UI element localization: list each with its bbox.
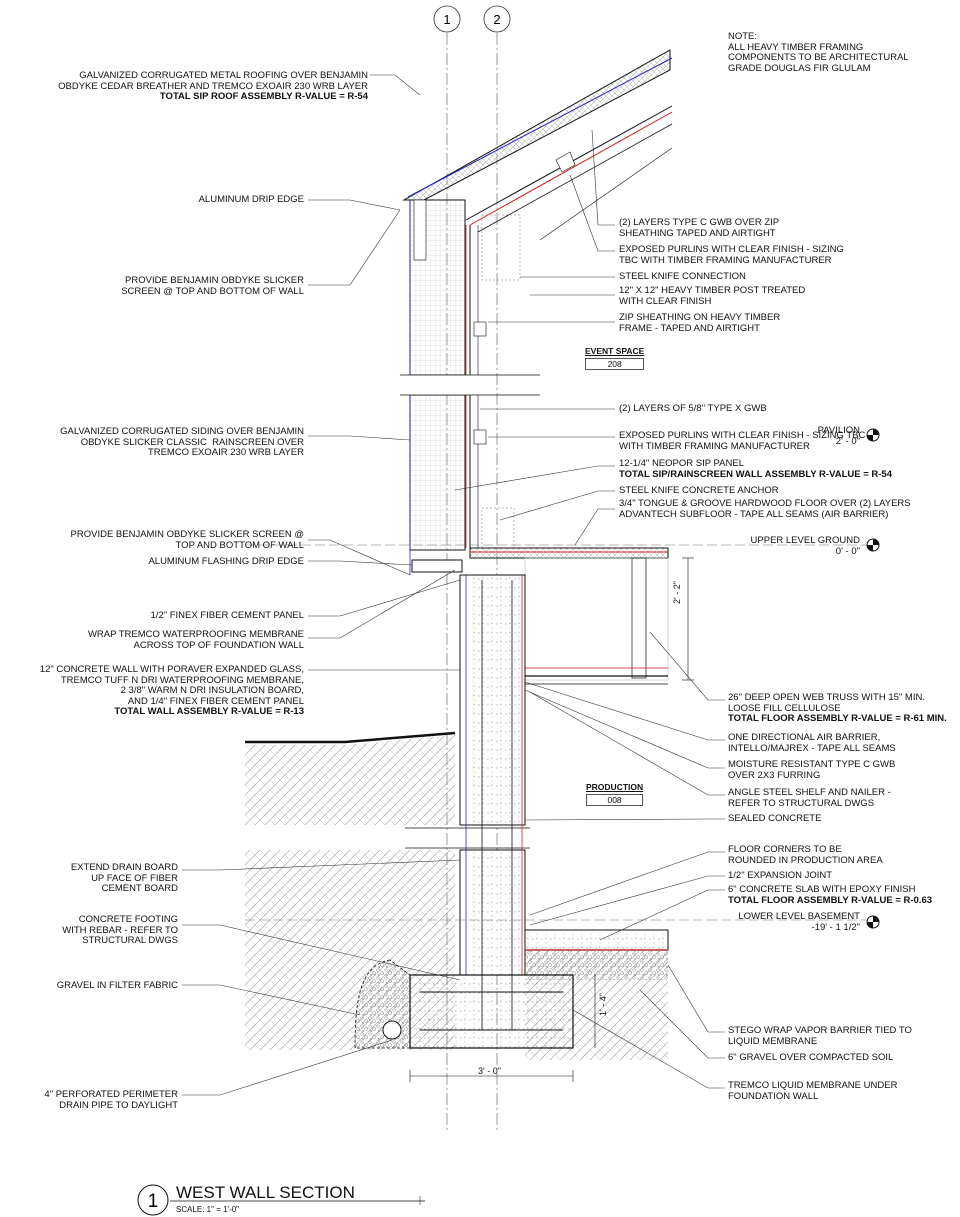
note-gwb58: (2) LAYERS OF 5/8" TYPE X GWB	[619, 403, 767, 414]
note-moisture: MOISTURE RESISTANT TYPE C GWB OVER 2x3 F…	[728, 759, 896, 781]
level-upper-name: UPPER LEVEL GROUND	[750, 535, 860, 546]
note-slab-text: 6" CONCRETE SLAB WITH EPOXY FINISH	[728, 884, 916, 895]
title-number: 1	[148, 1191, 159, 1212]
note-wall-rvalue: TOTAL WALL ASSEMBLY R-VALUE = R-13	[114, 706, 304, 717]
general-note-text: ALL HEAVY TIMBER FRAMING COMPONENTS TO B…	[728, 41, 909, 74]
note-sealed: SEALED CONCRETE	[728, 813, 822, 824]
foundation-wall	[459, 574, 526, 1030]
level-lower-name: LOWER LEVEL BASEMENT	[738, 911, 860, 922]
note-gravel: GRAVEL IN FILTER FABRIC	[56, 980, 178, 991]
note-sip-rvalue: TOTAL SIP/RAINSCREEN WALL ASSEMBLY R-VAL…	[619, 468, 892, 480]
dim-footing-depth: 1' - 4"	[598, 993, 608, 1016]
upper-wall	[400, 199, 540, 575]
drawing-scale: SCALE: 1" = 1'-0"	[176, 1205, 240, 1214]
note-gwb-zip: (2) LAYERS TYPE C GWB OVER ZIP SHEATHING…	[619, 217, 780, 239]
note-floor: 3/4" TONGUE & GROOVE HARDWOOD FLOOR OVER…	[619, 498, 911, 520]
note-zip-frame: ZIP SHEATHING ON HEAVY TIMBER FRAME - TA…	[619, 312, 781, 334]
grid-label-2: 2	[493, 12, 500, 27]
note-truss: 26" DEEP OPEN WEB TRUSS WITH 15" MIN. LO…	[728, 692, 947, 725]
note-drip-edge: ALUMINUM DRIP EDGE	[198, 194, 304, 205]
note-finex: 1/2" FINEX FIBER CEMENT PANEL	[150, 610, 304, 621]
note-roofing-text: GALVANIZED CORRUGATED METAL ROOFING OVER…	[58, 70, 368, 92]
grid-bubble-2	[483, 5, 511, 33]
note-air-barrier: ONE DIRECTIONAL AIR BARRIER, INTELLO/MAJ…	[728, 732, 896, 754]
level-markers	[866, 428, 880, 929]
dim-footing-width: 3' - 0"	[478, 1066, 501, 1076]
note-truss-text: 26" DEEP OPEN WEB TRUSS WITH 15" MIN. LO…	[728, 692, 925, 714]
leader-lines	[182, 74, 725, 1205]
room-number-event: 208	[585, 358, 645, 370]
footing	[354, 959, 596, 1082]
level-lower-elev: -19' - 1 1/2"	[811, 922, 861, 933]
level-lines	[245, 544, 870, 921]
general-note-heading: NOTE:	[728, 31, 758, 42]
note-drain-board: EXTEND DRAIN BOARD UP FACE OF FIBER CEME…	[70, 862, 178, 894]
note-sip-text: 12-1/4" NEOPOR SIP PANEL	[619, 458, 744, 469]
room-name-event: EVENT SPACE	[585, 346, 645, 356]
note-siding: GALVANIZED CORRUGATED SIDING OVER BENJAM…	[60, 426, 304, 458]
note-footing: CONCRETE FOOTING WITH REBAR - REFER TO S…	[62, 914, 178, 946]
note-purlins-mid: EXPOSED PURLINS WITH CLEAR FINISH - SIZI…	[619, 430, 866, 452]
grid-bubble-1	[433, 5, 461, 33]
level-upper-elev: 0' - 0"	[835, 546, 860, 557]
note-angle: ANGLE STEEL SHELF AND NAILER - REFER TO …	[728, 787, 891, 809]
note-slab-rvalue: TOTAL FLOOR ASSEMBLY R-VALUE = R-0.63	[728, 894, 933, 906]
note-drain-pipe: 4" PERFORATED PERIMETER DRAIN PIPE TO DA…	[44, 1089, 178, 1111]
note-knife: STEEL KNIFE CONNECTION	[619, 271, 746, 282]
level-lower: LOWER LEVEL BASEMENT-19' - 1 1/2"	[738, 911, 860, 933]
room-tag-production: PRODUCTION 008	[586, 782, 644, 806]
basement-slab	[524, 929, 669, 980]
note-roofing: GALVANIZED CORRUGATED METAL ROOFING OVER…	[58, 70, 368, 103]
note-knife-anchor: STEEL KNIFE CONCRETE ANCHOR	[619, 485, 779, 496]
note-floor-rvalue: TOTAL FLOOR ASSEMBLY R-VALUE = R-61 MIN.	[728, 713, 947, 724]
title-bubble	[137, 1184, 169, 1216]
note-concrete-wall-text: 12" CONCRETE WALL WITH PORAVER EXPANDED …	[39, 664, 304, 707]
note-purlins-top: EXPOSED PURLINS WITH CLEAR FINISH - SIZI…	[619, 244, 844, 266]
note-slicker-mid: PROVIDE BENJAMIN OBDYKE SLICKER SCREEN @…	[70, 529, 304, 551]
general-note: NOTE:ALL HEAVY TIMBER FRAMING COMPONENTS…	[728, 31, 909, 74]
note-gravel6: 6" GRAVEL OVER COMPACTED SOIL	[728, 1052, 894, 1063]
drawing-title: WEST WALL SECTION	[176, 1183, 355, 1202]
grid-label-1: 1	[443, 12, 450, 27]
note-stego: STEGO WRAP VAPOR BARRIER TIED TO LIQUID …	[728, 1025, 912, 1047]
note-concrete-wall: 12" CONCRETE WALL WITH PORAVER EXPANDED …	[39, 664, 304, 718]
room-number-production: 008	[586, 794, 644, 806]
room-tag-event: EVENT SPACE 208	[585, 346, 645, 370]
note-expansion: 1/2" EXPANSION JOINT	[728, 870, 833, 881]
note-post: 12" X 12" HEAVY TIMBER POST TREATED WITH…	[619, 285, 806, 307]
note-liquid: TREMCO LIQUID MEMBRANE UNDER FOUNDATION …	[728, 1080, 898, 1102]
note-corners: FLOOR CORNERS TO BE ROUNDED IN PRODUCTIO…	[728, 844, 883, 866]
note-slicker-top: PROVIDE BENJAMIN OBDYKE SLICKER SCREEN @…	[121, 275, 304, 297]
level-pavilion-name: PAVILION	[817, 425, 860, 436]
room-name-production: PRODUCTION	[586, 782, 644, 792]
note-flashing: ALUMINUM FLASHING DRIP EDGE	[148, 556, 304, 567]
level-pavilion-elev: 2' - 0"	[835, 436, 860, 447]
dim-floor-depth: 2' - 2"	[672, 581, 682, 604]
roof-assembly	[402, 49, 673, 241]
note-roofing-rvalue: TOTAL SIP ROOF ASSEMBLY R-VALUE = R-54	[159, 91, 368, 102]
note-wrap: WRAP TREMCO WATERPROOFING MEMBRANE ACROS…	[87, 629, 304, 651]
